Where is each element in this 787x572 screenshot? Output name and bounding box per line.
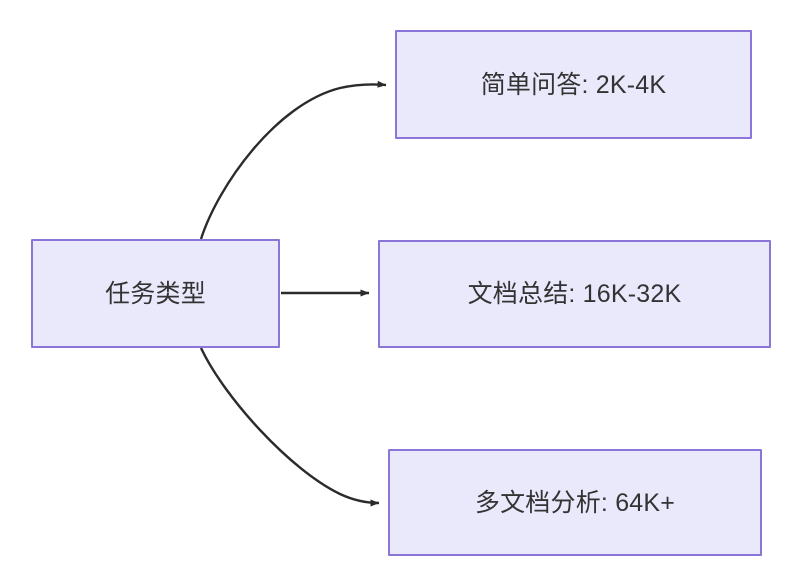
node-simple-qa-label: 简单问答: 2K-4K — [480, 70, 667, 99]
node-doc-summary-label: 文档总结: 16K-32K — [467, 280, 682, 308]
node-task-type[interactable]: 任务类型 — [31, 239, 280, 348]
node-multi-doc[interactable]: 多文档分析: 64K+ — [388, 449, 762, 556]
node-task-type-label: 任务类型 — [105, 279, 206, 308]
edge-root-to-simple-qa — [199, 80, 387, 240]
edge-root-to-multi-doc — [199, 347, 380, 507]
node-multi-doc-label: 多文档分析: 64K+ — [474, 488, 676, 517]
node-simple-qa[interactable]: 简单问答: 2K-4K — [395, 30, 752, 139]
node-doc-summary[interactable]: 文档总结: 16K-32K — [378, 240, 771, 348]
